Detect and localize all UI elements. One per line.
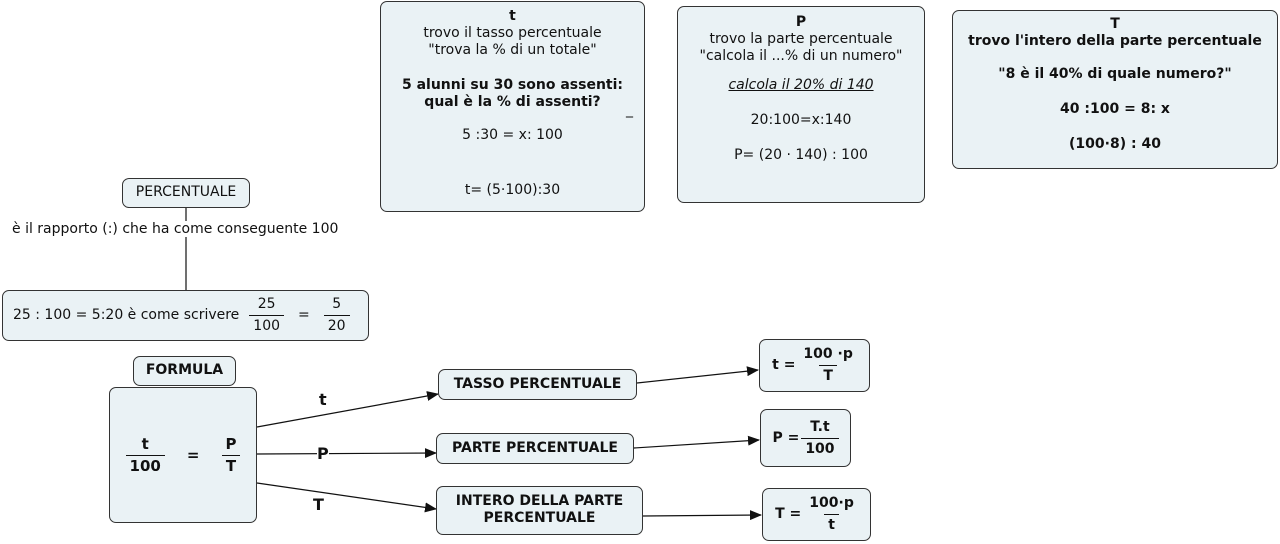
tasso-result-numerator: 100 ·p bbox=[803, 346, 853, 362]
parte-box-line2: "calcola il ...% di un numero" bbox=[699, 48, 903, 64]
percentuale-node: PERCENTUALE bbox=[122, 178, 250, 208]
tasso-box-title: t bbox=[509, 8, 516, 24]
percentuale-link-label: è il rapporto (:) che ha come conseguent… bbox=[8, 221, 343, 237]
tasso-box-line1: trovo il tasso percentuale bbox=[423, 25, 602, 41]
formula-left-fraction: t 100 bbox=[125, 434, 165, 475]
parte-box-title: P bbox=[795, 14, 807, 30]
tasso-result-denominator: T bbox=[819, 365, 837, 385]
tasso-box-result: t= (5·100):30 bbox=[464, 182, 561, 198]
formula-box: t 100 = P T bbox=[109, 387, 257, 523]
parte-result-fraction: T.t 100 bbox=[801, 418, 839, 458]
intero-box-result: (100·8) : 40 bbox=[1069, 136, 1161, 152]
fraction-5-20-numerator: 5 bbox=[332, 296, 342, 312]
percentuale-equals: = bbox=[298, 307, 310, 323]
branch-label-t: t bbox=[319, 390, 327, 409]
parte-to-result-line bbox=[633, 435, 760, 449]
intero-explanation-box: T trovo l'intero della parte percentuale… bbox=[952, 10, 1278, 169]
tasso-explanation-box: t trovo il tasso percentuale "trova la %… bbox=[380, 1, 645, 212]
formula-left-denominator: 100 bbox=[125, 454, 165, 475]
fraction-25-100-numerator: 25 bbox=[257, 296, 276, 312]
parte-box-proportion: 20:100=x:140 bbox=[750, 112, 852, 128]
formula-equals: = bbox=[186, 445, 200, 464]
tasso-box-mark: _ bbox=[626, 102, 633, 118]
intero-box-proportion: 40 :100 = 8: x bbox=[1060, 101, 1170, 117]
percentuale-example-text: 25 : 100 = 5:20 è come scrivere bbox=[13, 307, 240, 323]
parte-result-box: P = T.t 100 bbox=[760, 409, 851, 467]
percentuale-example-box: 25 : 100 = 5:20 è come scrivere 25 100 =… bbox=[2, 290, 369, 341]
tasso-to-result-line bbox=[636, 366, 759, 384]
percentuale-title: PERCENTUALE bbox=[135, 184, 237, 200]
intero-box-question: "8 è il 40% di quale numero?" bbox=[998, 66, 1232, 82]
branch-label-big-t: T bbox=[313, 495, 324, 514]
intero-percentuale-label-line1: INTERO DELLA PARTE bbox=[455, 493, 624, 509]
intero-box-title: T bbox=[1110, 16, 1120, 32]
tasso-percentuale-label: TASSO PERCENTUALE bbox=[453, 376, 622, 392]
tasso-box-proportion: 5 :30 = x: 100 bbox=[462, 127, 563, 143]
parte-explanation-box: P trovo la parte percentuale "calcola il… bbox=[677, 6, 925, 203]
parte-percentuale-node: PARTE PERCENTUALE bbox=[436, 433, 634, 464]
formula-right-fraction: P T bbox=[221, 434, 241, 475]
intero-result-fraction: 100·p t bbox=[805, 495, 858, 534]
formula-right-denominator: T bbox=[221, 454, 241, 475]
parte-box-line1: trovo la parte percentuale bbox=[709, 31, 893, 47]
formula-right-numerator: P bbox=[225, 434, 237, 453]
parte-percentuale-label: PARTE PERCENTUALE bbox=[452, 440, 618, 456]
tasso-percentuale-node: TASSO PERCENTUALE bbox=[438, 369, 637, 400]
fraction-25-100: 25 100 bbox=[249, 296, 285, 335]
fraction-5-20: 5 20 bbox=[323, 296, 350, 335]
formula-title: FORMULA bbox=[145, 362, 224, 378]
tasso-box-question1: 5 alunni su 30 sono assenti: bbox=[401, 77, 624, 93]
intero-box-line1: trovo l'intero della parte percentuale bbox=[968, 33, 1262, 49]
parte-result-numerator: T.t bbox=[810, 418, 830, 435]
tasso-result-lhs: t = bbox=[772, 357, 796, 373]
parte-result-denominator: 100 bbox=[801, 437, 839, 458]
intero-result-numerator: 100·p bbox=[809, 495, 854, 511]
tasso-result-fraction: 100 ·p T bbox=[799, 346, 856, 385]
branch-label-p: P bbox=[317, 444, 329, 463]
formula-left-numerator: t bbox=[141, 434, 149, 453]
parte-result-lhs: P = bbox=[772, 429, 800, 446]
intero-percentuale-label-line2: PERCENTUALE bbox=[483, 510, 596, 526]
formula-to-tasso-line bbox=[256, 391, 439, 428]
intero-percentuale-node: INTERO DELLA PARTE PERCENTUALE bbox=[436, 486, 643, 535]
intero-result-lhs: T = bbox=[775, 506, 802, 522]
formula-to-parte-line bbox=[256, 448, 437, 459]
tasso-box-question2: qual è la % di assenti? bbox=[424, 94, 601, 110]
tasso-result-box: t = 100 ·p T bbox=[759, 339, 870, 392]
parte-box-result: P= (20 · 140) : 100 bbox=[734, 147, 868, 163]
intero-result-denominator: t bbox=[824, 514, 839, 534]
intero-to-result-line bbox=[642, 510, 762, 521]
formula-title-node: FORMULA bbox=[133, 356, 236, 386]
parte-box-example: calcola il 20% di 140 bbox=[728, 77, 874, 93]
tasso-box-line2: "trova la % di un totale" bbox=[428, 42, 597, 58]
fraction-5-20-denominator: 20 bbox=[323, 315, 350, 335]
formula-to-intero-line bbox=[256, 482, 437, 513]
fraction-25-100-denominator: 100 bbox=[249, 315, 285, 335]
intero-result-box: T = 100·p t bbox=[762, 488, 871, 541]
